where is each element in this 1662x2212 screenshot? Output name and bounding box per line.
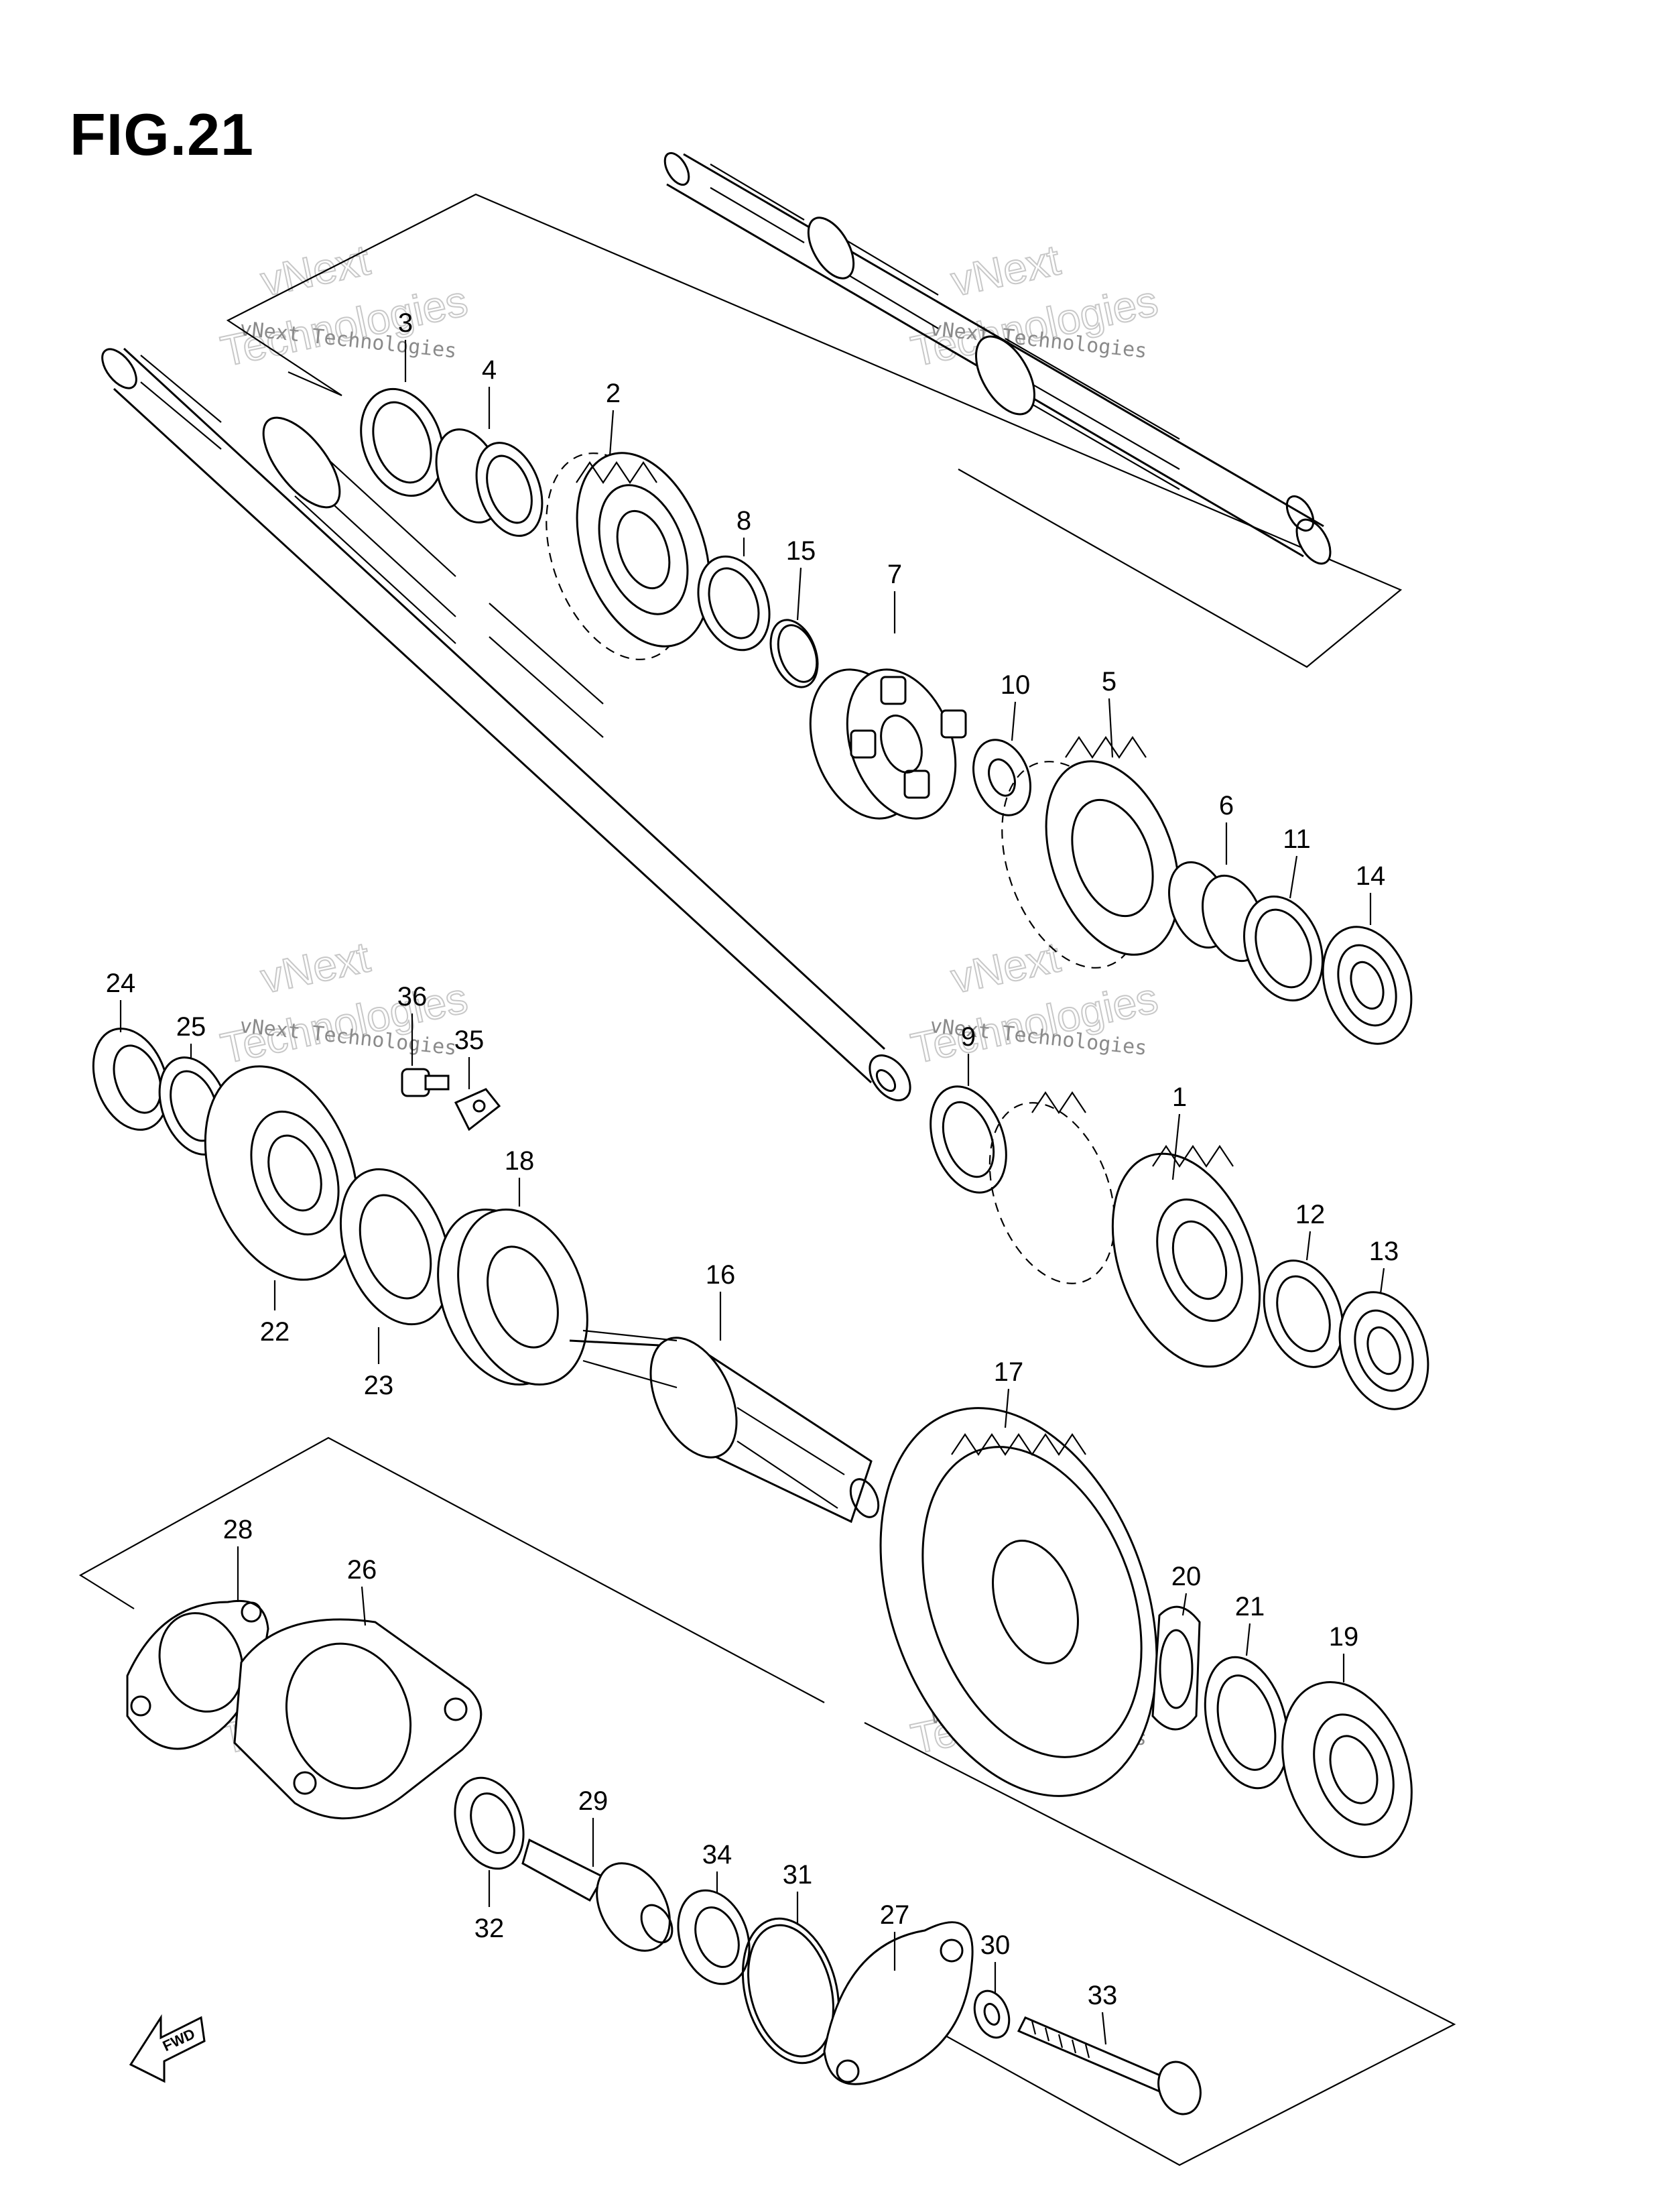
- leader-line-26: [361, 1586, 367, 1626]
- callout-28: 28: [223, 1515, 253, 1544]
- part-7-shift-dog: [809, 668, 967, 820]
- callout-9: 9: [961, 1022, 976, 1052]
- callout-8: 8: [737, 506, 751, 536]
- callout-33: 33: [1088, 1981, 1118, 2010]
- part-5-gear: [1001, 736, 1180, 969]
- leader-line-13: [1379, 1268, 1385, 1294]
- callout-10: 10: [1001, 670, 1031, 700]
- figure-title: FIG.21: [70, 101, 254, 168]
- leader-line-1: [1171, 1113, 1181, 1180]
- callout-7: 7: [887, 560, 902, 589]
- upper-assembly-outline: [226, 193, 1403, 668]
- callout-16: 16: [706, 1260, 736, 1290]
- callout-22: 22: [260, 1317, 290, 1347]
- callout-4: 4: [482, 355, 497, 385]
- part-10-washer: [972, 739, 1032, 816]
- part-36-bolt: [401, 1068, 450, 1097]
- leader-line-2: [609, 410, 615, 456]
- mainshaft: [101, 347, 911, 1101]
- callout-36: 36: [397, 982, 428, 1011]
- callout-2: 2: [606, 379, 621, 408]
- part-23-washer: [339, 1168, 452, 1326]
- lower-assembly-outline: [78, 1436, 825, 1703]
- part-14-bearing: [1322, 926, 1413, 1045]
- countershaft: [663, 151, 1332, 565]
- part-19-bearing: [1281, 1680, 1413, 1859]
- callout-3: 3: [398, 308, 413, 338]
- part-32-oil-seal: [454, 1776, 525, 1870]
- callout-11: 11: [1283, 824, 1311, 854]
- lower-assembly-outline-right: [864, 1722, 1456, 2166]
- fwd-arrow-icon: FWD: [129, 2014, 206, 2083]
- part-35-lock-washer: [454, 1088, 501, 1131]
- callout-27: 27: [880, 1900, 910, 1930]
- callout-20: 20: [1171, 1562, 1202, 1591]
- part-33-bolt: [1017, 2016, 1202, 2115]
- callout-32: 32: [474, 1914, 505, 1943]
- callout-12: 12: [1295, 1200, 1326, 1229]
- part-28-gasket: [126, 1599, 269, 1750]
- callout-labels: 1234567891011121314151617181920212223242…: [106, 308, 1399, 2010]
- leader-line-33: [1101, 2012, 1107, 2045]
- watermark-vnext-2: vNext: [257, 932, 374, 1002]
- part-27-cover: [823, 1921, 974, 2085]
- leader-line-21: [1245, 1623, 1251, 1656]
- part-12-washer: [1263, 1259, 1344, 1368]
- part-4-bushing: [435, 428, 544, 537]
- part-18-bearing: [437, 1208, 588, 1386]
- leader-line-12: [1305, 1231, 1312, 1261]
- watermark-vnext-0: vNext: [257, 235, 374, 305]
- leader-line-5: [1108, 698, 1114, 758]
- callout-17: 17: [994, 1357, 1024, 1387]
- part-15-circlip: [769, 619, 819, 688]
- part-11-washer: [1243, 896, 1324, 1001]
- callout-34: 34: [702, 1840, 732, 1869]
- part-13-bearing: [1338, 1291, 1429, 1410]
- callout-25: 25: [176, 1012, 206, 1042]
- callout-6: 6: [1219, 791, 1234, 820]
- part-30-washer: [973, 1989, 1011, 2039]
- watermark-vnext-3: vNext: [947, 932, 1064, 1002]
- callout-13: 13: [1369, 1237, 1399, 1266]
- callout-15: 15: [786, 536, 816, 566]
- part-24-oil-seal: [92, 1028, 170, 1131]
- callout-21: 21: [1235, 1592, 1265, 1621]
- callout-1: 1: [1172, 1083, 1187, 1112]
- callout-24: 24: [106, 969, 136, 998]
- callout-18: 18: [505, 1146, 535, 1176]
- watermark-vnext-1: vNext: [947, 235, 1064, 305]
- part-21-washer: [1204, 1656, 1289, 1790]
- leader-line-10: [1011, 701, 1017, 741]
- callout-19: 19: [1329, 1622, 1359, 1652]
- callout-14: 14: [1356, 861, 1386, 891]
- part-26-housing: [233, 1618, 483, 1820]
- part-20-washer: [1151, 1605, 1201, 1731]
- callout-35: 35: [454, 1026, 485, 1055]
- part-9-washer: [930, 1085, 1007, 1194]
- upper-assembly-outline-left: [287, 371, 342, 397]
- part-3-washer: [360, 387, 444, 497]
- callout-23: 23: [364, 1371, 394, 1400]
- callout-26: 26: [347, 1555, 377, 1585]
- part-31-o-ring: [741, 1917, 840, 2065]
- leader-lines: [119, 340, 1385, 2045]
- callout-30: 30: [980, 1930, 1011, 1960]
- part-29-speedo-gear: [521, 1838, 674, 1952]
- part-8-washer: [697, 555, 771, 652]
- part-1-gear: [988, 1091, 1261, 1368]
- callout-5: 5: [1102, 667, 1116, 696]
- leader-line-17: [1004, 1388, 1010, 1428]
- part-17-gear: [879, 1407, 1158, 1797]
- leader-line-20: [1181, 1593, 1188, 1616]
- leader-line-11: [1289, 855, 1298, 899]
- part-22-sprocket: [204, 1065, 359, 1281]
- part-2-gear: [546, 452, 711, 660]
- part-16-drive-shaft: [569, 1329, 880, 1524]
- leader-line-15: [796, 567, 802, 621]
- part-34-bearing: [677, 1889, 751, 1985]
- callout-29: 29: [578, 1786, 609, 1816]
- callout-31: 31: [783, 1860, 813, 1890]
